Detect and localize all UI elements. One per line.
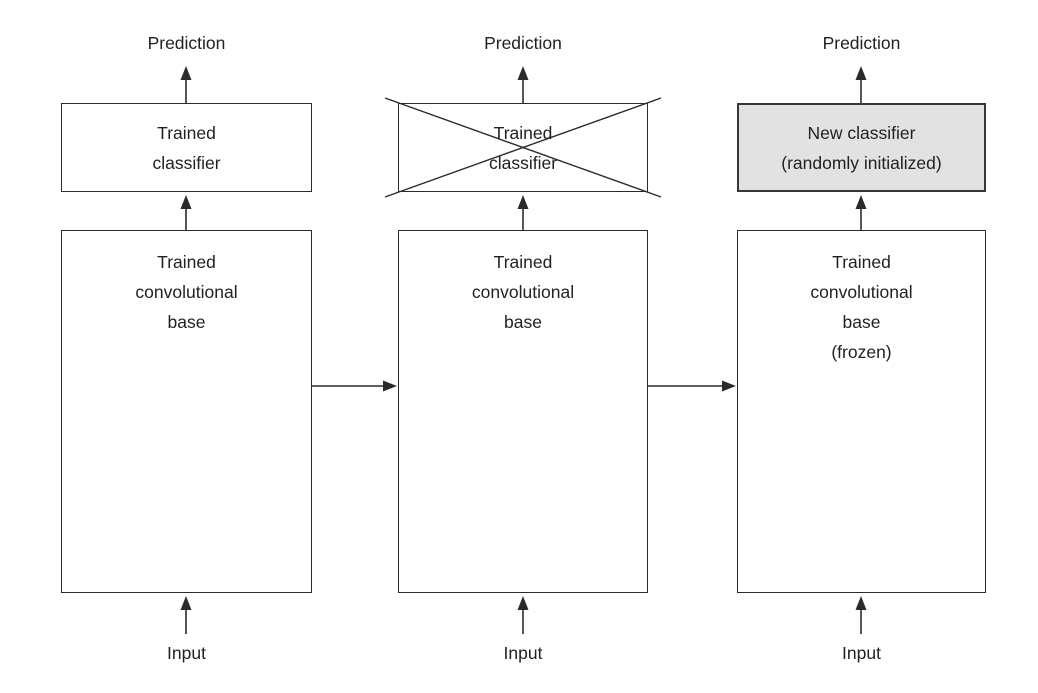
classifier-line: New classifier bbox=[807, 122, 916, 143]
frozen-conv-base-box: Trained convolutional base (frozen) bbox=[737, 230, 986, 593]
trained-classifier-box-crossed: Trained classifier bbox=[398, 103, 648, 192]
conv-base-box: Trained convolutional base bbox=[398, 230, 648, 593]
classifier-line: classifier bbox=[152, 152, 221, 173]
base-line: base bbox=[504, 312, 542, 332]
prediction-label: Prediction bbox=[484, 33, 562, 53]
classifier-line: classifier bbox=[488, 152, 558, 173]
base-line: Trained bbox=[493, 252, 553, 272]
base-line: Trained bbox=[832, 252, 891, 272]
base-line: Trained bbox=[157, 252, 216, 272]
input-label: Input bbox=[167, 643, 206, 663]
classifier-line: (randomly initialized) bbox=[781, 152, 942, 173]
base-line: base bbox=[167, 312, 206, 332]
base-line: base bbox=[842, 312, 881, 332]
trained-classifier-box: Trained classifier bbox=[61, 103, 312, 192]
arrow-right-icon bbox=[648, 380, 736, 392]
conv-base-box: Trained convolutional base bbox=[61, 230, 312, 593]
prediction-label: Prediction bbox=[147, 33, 226, 53]
input-label: Input bbox=[842, 643, 881, 663]
input-label: Input bbox=[503, 643, 543, 663]
base-line: convolutional bbox=[810, 282, 913, 302]
classifier-line: Trained bbox=[157, 122, 216, 143]
classifier-line: Trained bbox=[493, 122, 553, 143]
base-line: (frozen) bbox=[831, 342, 892, 362]
base-line: convolutional bbox=[135, 282, 238, 302]
prediction-label: Prediction bbox=[822, 33, 901, 53]
base-line: convolutional bbox=[471, 282, 575, 302]
new-classifier-box: New classifier (randomly initialized) bbox=[737, 103, 986, 192]
arrow-right-icon bbox=[312, 380, 397, 392]
